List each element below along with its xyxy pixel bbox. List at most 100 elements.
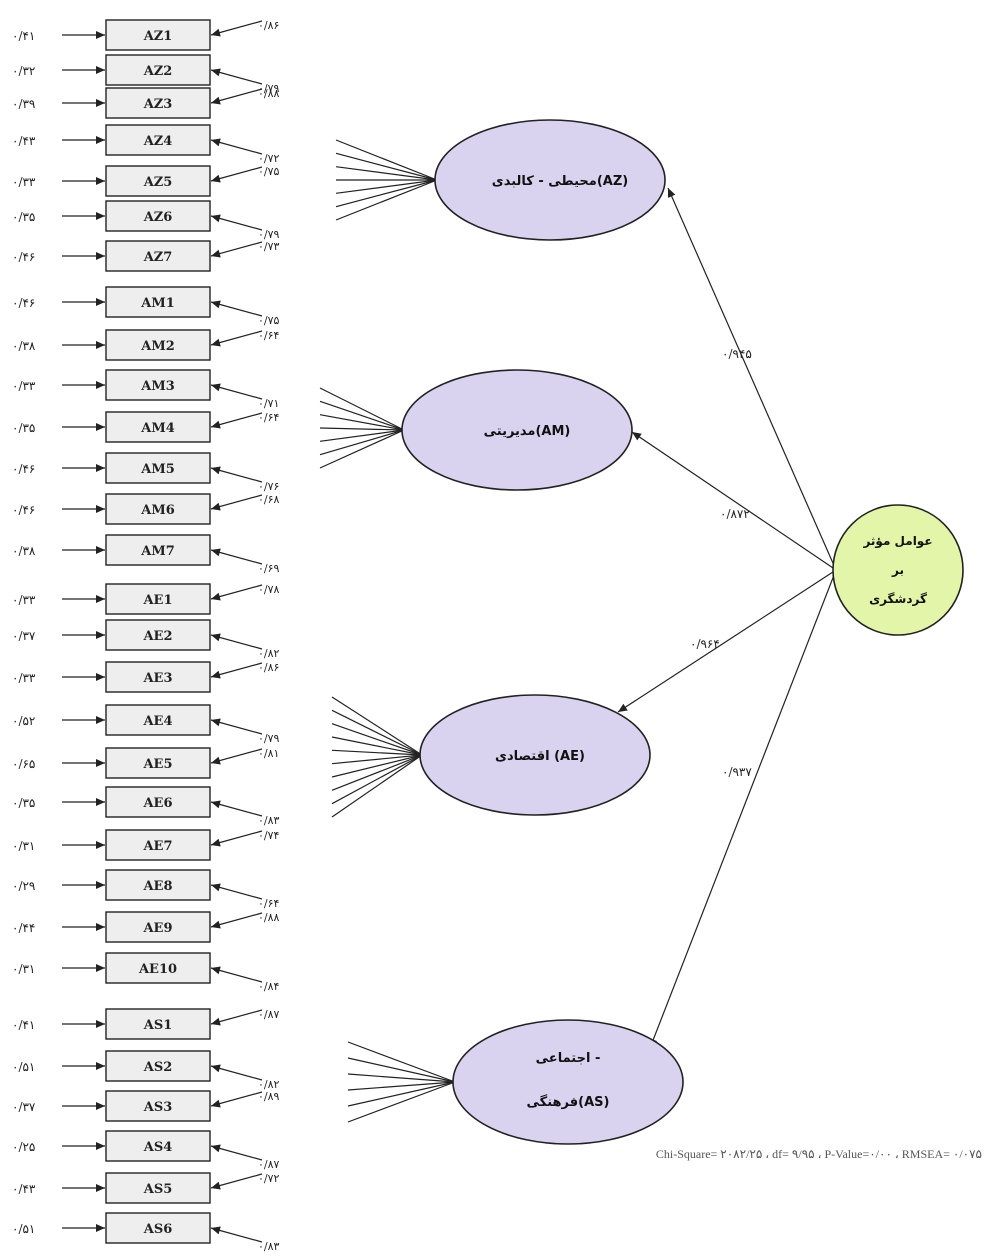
error-arrow-head [96,798,105,806]
loading-label: ۰/۷۹ [258,228,280,241]
loading-arrow-head [211,214,221,223]
loading-label: ۰/۷۹ [258,82,280,95]
indicator-box [105,1130,211,1162]
latent-as: اجتماعی - فرهنگی(AS) [452,1019,684,1145]
loading-arrow-head [211,966,221,975]
indicator-label: AZ4 [143,134,173,149]
fan-spoke [331,754,423,791]
indicator-box [105,704,211,736]
loading-arrow-head [211,1181,221,1190]
loading-label: ۰/۶۴ [258,897,280,910]
indicator-label: AE8 [142,879,172,894]
indicator-label: AE10 [138,962,177,977]
error-arrow-head [96,546,105,554]
structural-path-as [649,569,837,1049]
error-arrow-head [96,66,105,74]
loading-arrow-head [211,68,221,77]
loading-label: ۰/۸۳ [258,814,280,827]
loading-arrow-head [211,174,221,183]
error-arrow-head [96,1184,105,1192]
error-variance-label: ۰/۳۲ [12,64,35,78]
indicator-box [105,952,211,984]
error-arrow-head [96,136,105,144]
error-arrow-head [96,298,105,306]
error-arrow-head [96,759,105,767]
error-arrow-head [96,595,105,603]
indicator-box [105,911,211,943]
loading-arrow-head [211,718,221,727]
indicator-label: AS4 [143,1140,173,1155]
error-arrow-head [96,1224,105,1232]
indicator-box [105,1050,211,1082]
root-latent-circle [832,504,964,636]
indicator-box [105,583,211,615]
loading-label: ۰/۶۸ [258,493,280,506]
indicator-label: AE7 [142,839,172,854]
fan-spoke [335,166,438,181]
error-variance-label: ۰/۳۵ [12,421,35,435]
error-arrow-head [96,464,105,472]
fan-spoke [331,709,423,756]
indicator-label: AS3 [143,1100,173,1115]
indicator-label: AS5 [143,1182,173,1197]
indicator-box [105,19,211,51]
fan-spoke [319,429,405,469]
indicator-label: AZ1 [143,29,173,44]
indicator-label: AM3 [140,379,175,394]
indicator-box [105,747,211,779]
indicator-label: AE9 [142,921,172,936]
indicator-label: AS6 [143,1222,173,1237]
indicator-box [105,493,211,525]
fan-spoke [335,179,438,208]
loading-arrow-head [211,883,221,892]
error-variance-label: ۰/۵۱ [12,1060,35,1074]
error-variance-label: ۰/۳۸ [12,544,36,558]
structural-path-ae-head [618,703,628,712]
indicator-label: AE1 [142,593,172,608]
indicator-box [105,87,211,119]
error-arrow-head [96,252,105,260]
error-arrow-head [96,1142,105,1150]
indicator-box [105,165,211,197]
latent-am-ellipse [401,369,633,491]
loading-label: ۰/۷۶ [258,480,279,493]
fan-spoke [335,179,438,221]
loading-label: ۰/۷۱ [258,397,279,410]
error-variance-label: ۰/۶۵ [12,757,35,771]
fan-spoke [331,754,423,805]
error-arrow-head [96,99,105,107]
fan-spoke [347,1081,456,1123]
indicator-label: AE6 [142,796,172,811]
loading-label: ۰/۷۳ [258,240,280,253]
latent-as-ellipse [452,1019,684,1145]
error-arrow-head [96,381,105,389]
indicator-box [105,369,211,401]
indicator-label: AE4 [142,714,172,729]
indicator-box [105,1172,211,1204]
indicator-box [105,661,211,693]
loading-arrow-head [211,466,221,475]
indicator-label: AZ6 [143,210,173,225]
error-arrow-head [96,177,105,185]
error-variance-label: ۰/۴۶ [12,462,35,476]
fan-spoke [335,152,438,181]
error-arrow-head [96,881,105,889]
latent-ae-ellipse [419,694,651,816]
loading-label: ۰/۸۲ [258,1078,280,1091]
loading-label: ۰/۷۲ [258,152,280,165]
loading-label: ۰/۷۵ [258,314,280,327]
indicator-label: AM7 [140,544,175,559]
loading-label: ۰/۸۶ [258,19,279,32]
indicator-box [105,829,211,861]
